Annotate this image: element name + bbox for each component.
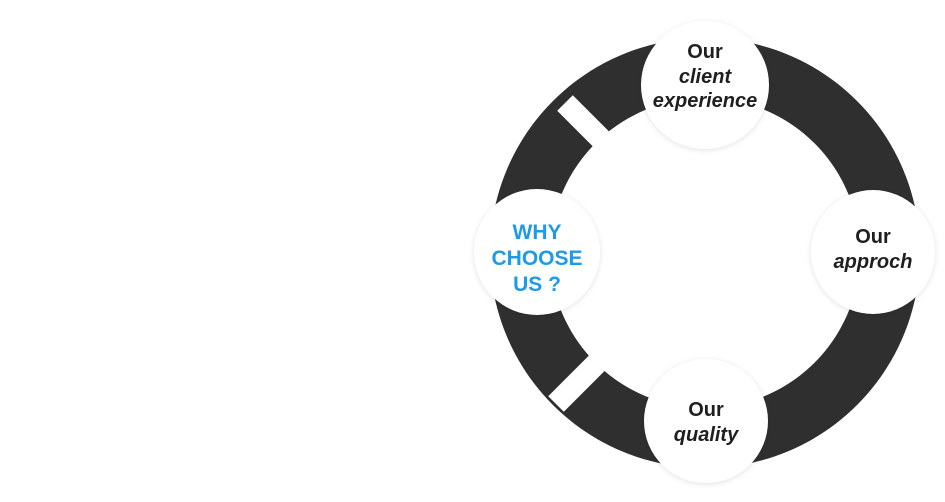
node-quality: Our quality <box>644 359 768 483</box>
node-approach-line-1: Our <box>855 226 891 248</box>
why-choose-us-line-3: US ? <box>513 273 561 296</box>
node-client-experience-line-3: experience <box>653 90 758 112</box>
node-why-choose-us-circle <box>474 189 600 315</box>
node-why-choose-us: WHY CHOOSE US ? <box>474 189 600 315</box>
node-client-experience-line-2: client <box>679 66 733 88</box>
node-quality-circle <box>644 359 768 483</box>
node-approach-circle <box>811 190 935 314</box>
node-quality-line-1: Our <box>688 399 724 421</box>
node-client-experience: Our client experience <box>641 21 769 149</box>
node-quality-line-2: quality <box>674 424 739 446</box>
node-client-experience-circle <box>641 21 769 149</box>
why-choose-us-line-2: CHOOSE <box>491 247 582 270</box>
node-approach: Our approch <box>811 190 935 314</box>
ring-gap-lower <box>548 342 618 412</box>
node-client-experience-line-1: Our <box>687 41 723 63</box>
why-choose-us-line-1: WHY <box>513 221 562 244</box>
ring-gap-upper <box>557 95 627 165</box>
node-approach-line-2: approch <box>834 251 913 273</box>
